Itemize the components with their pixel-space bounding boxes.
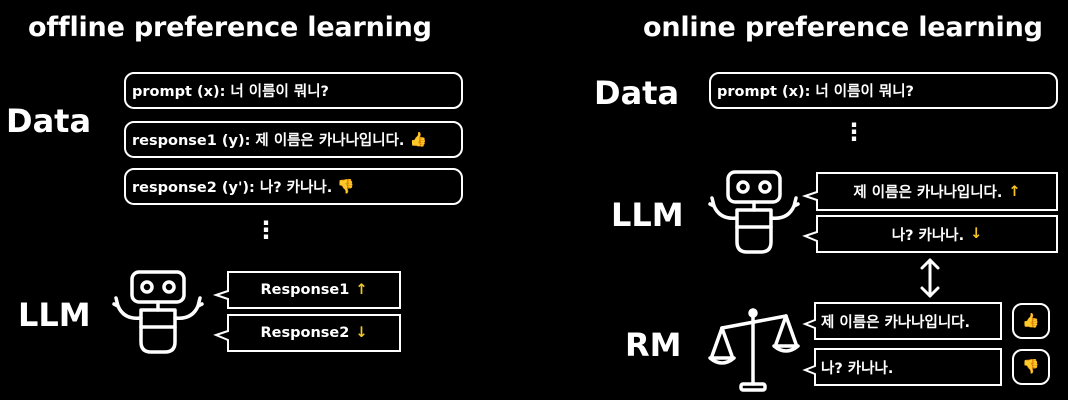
thumbs-down-icon: 👎 bbox=[337, 178, 355, 195]
offline-title: offline preference learning bbox=[28, 12, 432, 43]
online-title: online preference learning bbox=[643, 12, 1043, 43]
robot-icon bbox=[112, 270, 204, 354]
online-rm1-bubble: 제 이름은 카나나입니다. bbox=[815, 303, 1001, 339]
offline-response2-box: response2 (y'): 나? 카나나. 👎 bbox=[124, 168, 463, 205]
thumbs-down-icon: 👎 bbox=[1022, 359, 1040, 375]
offline-prompt-text: prompt (x): 너 이름이 뭐니? bbox=[132, 84, 329, 100]
online-llm-label: LLM bbox=[611, 196, 684, 234]
offline-response2-text: response2 (y'): 나? 카나나. bbox=[132, 180, 333, 196]
offline-ellipsis: ⋮ bbox=[254, 216, 278, 244]
online-gen2-bubble: 나? 카나나. ↓ bbox=[817, 216, 1057, 252]
online-rm2-text: 나? 카나나. bbox=[821, 360, 894, 377]
online-rm-bubbles bbox=[802, 302, 1002, 386]
online-rm2-bubble: 나? 카나나. bbox=[815, 349, 1001, 385]
arrow-up-icon: ↑ bbox=[355, 282, 368, 298]
offline-response1-bubble: Response1 ↑ bbox=[228, 272, 400, 308]
offline-out2-text: Response2 bbox=[260, 325, 350, 341]
offline-prompt-box: prompt (x): 너 이름이 뭐니? bbox=[124, 72, 463, 109]
online-prompt-text: prompt (x): 너 이름이 뭐니? bbox=[717, 84, 914, 100]
arrow-down-icon: ↓ bbox=[970, 226, 983, 242]
offline-response1-text: response1 (y): 제 이름은 카나나입니다. bbox=[132, 133, 405, 149]
offline-response2-bubble: Response2 ↓ bbox=[228, 315, 400, 351]
online-generated-bubbles bbox=[801, 172, 1058, 253]
offline-llm-label: LLM bbox=[18, 296, 91, 334]
online-gen1-bubble: 제 이름은 카나나입니다. ↑ bbox=[817, 173, 1057, 210]
offline-data-label: Data bbox=[6, 102, 92, 140]
thumbs-up-box: 👍 bbox=[1012, 303, 1050, 339]
thumbs-down-box: 👎 bbox=[1012, 349, 1050, 385]
scale-icon bbox=[708, 308, 800, 392]
thumbs-up-icon: 👍 bbox=[1022, 313, 1040, 329]
offline-response1-box: response1 (y): 제 이름은 카나나입니다. 👍 bbox=[124, 121, 463, 158]
arrow-up-icon: ↑ bbox=[1008, 183, 1021, 200]
online-gen1-text: 제 이름은 카나나입니다. bbox=[853, 185, 1003, 201]
double-arrow-icon bbox=[920, 258, 940, 298]
robot-icon bbox=[708, 170, 800, 254]
online-rm1-text: 제 이름은 카나나입니다. bbox=[821, 314, 971, 331]
online-rm-label: RM bbox=[625, 326, 682, 364]
thumbs-up-icon: 👍 bbox=[409, 131, 427, 148]
online-ellipsis: ⋮ bbox=[842, 118, 866, 146]
online-prompt-box: prompt (x): 너 이름이 뭐니? bbox=[709, 72, 1058, 109]
offline-out1-text: Response1 bbox=[260, 282, 350, 298]
arrow-down-icon: ↓ bbox=[355, 325, 368, 341]
online-gen2-text: 나? 카나나. bbox=[891, 227, 965, 244]
online-data-label: Data bbox=[594, 74, 680, 112]
offline-output-bubbles bbox=[212, 271, 401, 352]
